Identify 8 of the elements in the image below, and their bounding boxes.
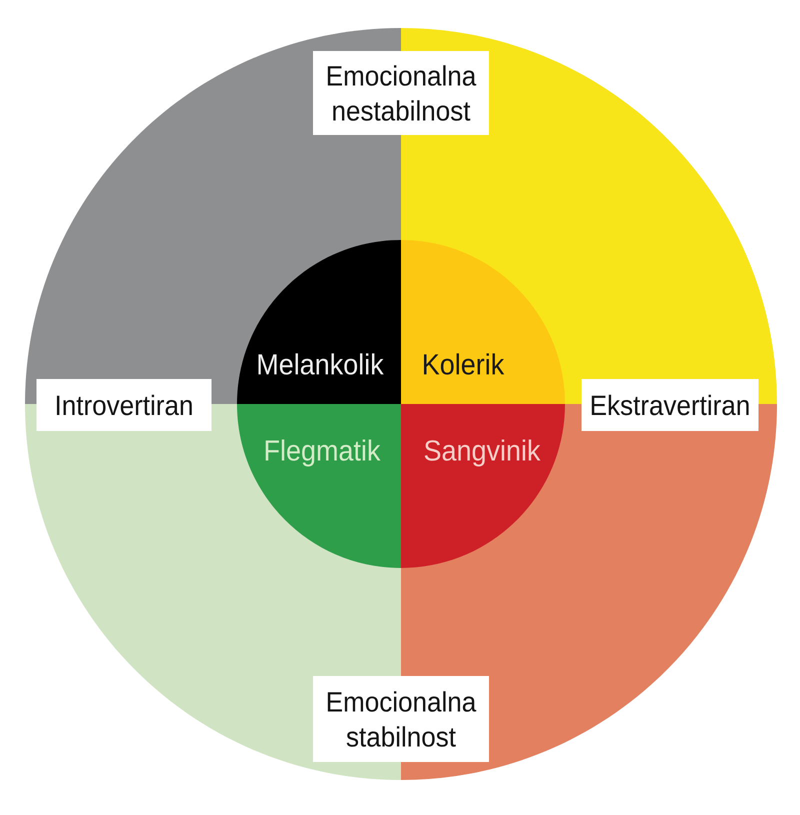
temperament-sector: Flegmatik bbox=[237, 404, 401, 568]
label-box: Ekstravertiran bbox=[582, 379, 758, 431]
temperament-sector: Sangvinik bbox=[401, 404, 565, 568]
temperament-sector: Melankolik bbox=[237, 240, 401, 404]
label-box: Emocionalna nestabilnost bbox=[313, 51, 489, 135]
label-box: Emocionalna stabilnost bbox=[313, 676, 489, 762]
temperament-sector: Kolerik bbox=[401, 240, 565, 404]
label-box: Introvertiran bbox=[36, 379, 212, 431]
